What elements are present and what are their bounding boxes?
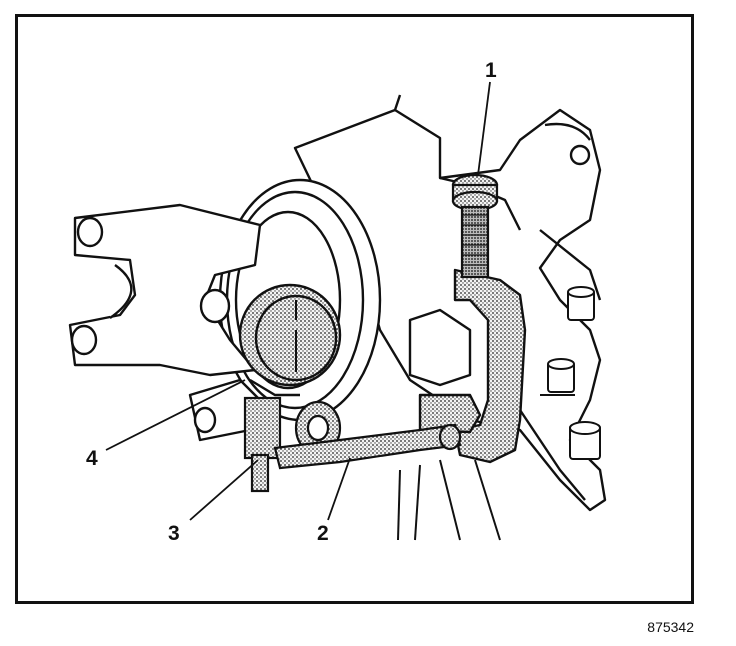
- c-clamp: [408, 268, 527, 464]
- pinion-yoke: [68, 203, 262, 442]
- extension-rod: [273, 423, 462, 470]
- leader-line-1: [477, 81, 491, 176]
- callout-1: 1: [485, 59, 497, 82]
- callout-4: 4: [86, 447, 98, 470]
- leader-lines: [105, 81, 491, 521]
- callout-2: 2: [317, 522, 329, 545]
- dial-indicator: [238, 283, 342, 397]
- leader-line-3: [189, 459, 259, 521]
- leader-line-4: [105, 379, 246, 451]
- leader-line-2: [327, 457, 351, 521]
- callout-3: 3: [168, 522, 180, 545]
- housing-bolts: [540, 286, 601, 460]
- clamp-screw: [451, 173, 499, 279]
- axle-housing: [293, 94, 607, 512]
- bottom-structure-lines: [397, 459, 501, 541]
- figure-number: 875342: [647, 619, 694, 635]
